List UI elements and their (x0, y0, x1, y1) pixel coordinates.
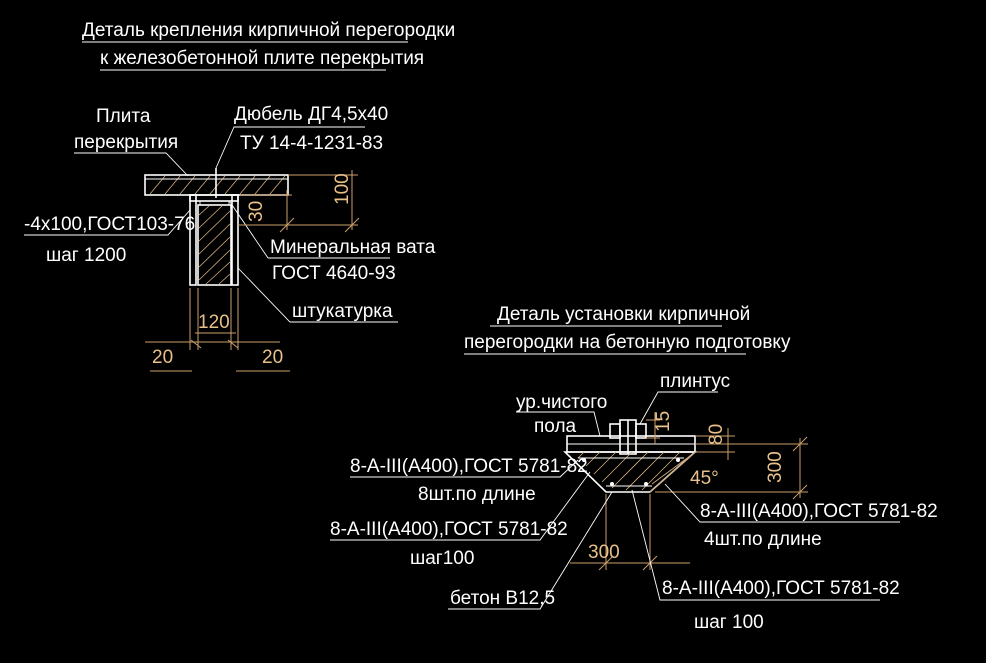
dowel-leader (215, 126, 365, 169)
angle-label-1: -4х100,ГОСТ103-76 (24, 214, 195, 235)
rebar3-leader (664, 483, 900, 523)
plinth-leader (639, 391, 718, 425)
rebar1-label-2: 8шт.по длине (418, 484, 536, 505)
plaster-label: штукатурка (292, 301, 393, 322)
dim-20-left: 20 (152, 347, 173, 368)
detail1-title-line2: к железобетонной плите перекрытия (100, 48, 424, 69)
rebar1-leader (350, 459, 579, 478)
angle-45: 45° (690, 468, 719, 489)
brick-hatch (198, 205, 231, 285)
rebar-dot (644, 482, 648, 486)
plaster-leader (237, 267, 398, 323)
brick-wall (197, 204, 232, 286)
rebar2-leader (330, 471, 591, 541)
angle-label-2: шаг 1200 (46, 245, 126, 266)
angle-plate-left (189, 194, 197, 286)
dim-120: 120 (198, 312, 230, 333)
wool-leader (229, 201, 269, 259)
rebar4-label-2: шаг 100 (694, 612, 764, 633)
rebar-dot (676, 458, 680, 462)
slab-leader (74, 152, 189, 177)
wool-label-1: Минеральная вата (270, 237, 436, 258)
detail2-title-line2: перегородки на бетонную подготовку (464, 332, 791, 353)
angle-plate-top (189, 194, 239, 202)
plinth-label: плинтус (660, 371, 730, 392)
concrete-label: бетон В12,5 (450, 588, 555, 609)
dim-300-horizontal: 300 (588, 542, 620, 563)
dowel-label-1: Дюбель ДГ4,5х40 (234, 104, 388, 125)
dim-20-right: 20 (262, 347, 283, 368)
plinth-right (635, 423, 647, 439)
rebar3-label-2: 4шт.по длине (704, 529, 822, 550)
rebar4-leader (631, 489, 880, 601)
mineral-wool (199, 200, 230, 206)
rebar2-label-2: шаг100 (410, 548, 474, 569)
dim-100: 100 (332, 173, 353, 205)
dim-80: 80 (706, 424, 727, 445)
detail-2: Деталь установки кирпичной перегородки н… (330, 304, 938, 633)
angle-leader (24, 209, 191, 236)
rebar-dot (610, 482, 614, 486)
detail1-dimensions (145, 170, 360, 372)
rebar1-label-1: 8-A-III(A400),ГОСТ 5781-82 (350, 456, 588, 477)
slab-label-2: перекрытия (74, 132, 178, 153)
rebar3-label-1: 8-A-III(A400),ГОСТ 5781-82 (700, 501, 938, 522)
detail2-title-line1: Деталь установки кирпичной (497, 304, 750, 325)
slab-label-1: Плита (96, 106, 151, 127)
rebar4-label-1: 8-A-III(A400),ГОСТ 5781-82 (662, 578, 900, 599)
rebar-dot (582, 458, 586, 462)
floor-leader (516, 411, 601, 437)
concrete-leader (448, 491, 613, 610)
angle-plate-right (231, 194, 239, 286)
detail-1: Деталь крепления кирпичной перегородки к… (24, 20, 455, 372)
floor-label-2: пола (534, 416, 577, 437)
plinth-left (609, 423, 621, 439)
detail1-title-line1: Деталь крепления кирпичной перегородки (82, 20, 455, 41)
dim-15: 15 (653, 411, 674, 432)
wool-label-2: ГОСТ 4640-93 (272, 263, 396, 284)
dowel-label-2: ТУ 14-4-1231-83 (240, 133, 383, 154)
dim-300-vertical: 300 (765, 451, 786, 483)
rebar2-label-1: 8-A-III(A400),ГОСТ 5781-82 (330, 519, 568, 540)
detail2-dimensions (570, 412, 808, 571)
dim-30: 30 (246, 201, 267, 222)
floor-label-1: ур.чистого (516, 392, 607, 413)
